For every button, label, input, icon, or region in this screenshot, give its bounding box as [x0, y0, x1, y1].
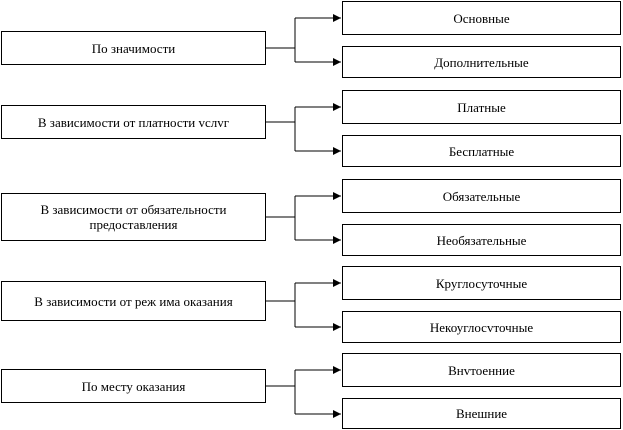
criterion-label: В зависимости от платности vслvг — [37, 114, 230, 130]
type-not-round-the-clock-box: Некоуглосvточные — [342, 311, 621, 343]
type-label: Обязательные — [442, 188, 521, 204]
type-additional-box: Дополнительные — [342, 46, 621, 78]
type-label: Внешние — [455, 406, 508, 421]
criterion-label: В зависимости от реж има оказания — [34, 293, 233, 309]
type-label: Дополнительные — [434, 54, 529, 70]
criterion-significance-box: По значимости — [1, 31, 266, 65]
type-external-box: Внешние — [342, 398, 621, 429]
criterion-mode-box: В зависимости от реж има оказания — [1, 281, 266, 321]
type-optional-box: Необязательные — [342, 224, 621, 256]
type-paid-box: Платные — [342, 90, 621, 124]
type-label: Платные — [457, 99, 506, 115]
criterion-label: В зависимости от обязательности предоста… — [40, 202, 227, 232]
type-free-box: Бесплатные — [342, 135, 621, 167]
criterion-payment-box: В зависимости от платности vслvг — [1, 105, 266, 139]
criterion-obligation-box: В зависимости от обязательности предоста… — [1, 193, 266, 241]
criterion-location-box: По месту оказания — [1, 369, 266, 403]
type-round-the-clock-box: Круглосуточные — [342, 266, 621, 300]
type-mandatory-box: Обязательные — [342, 179, 621, 213]
type-internal-box: Внvтоенние — [342, 353, 621, 387]
criterion-label: По месту оказания — [81, 378, 186, 394]
type-main-box: Основные — [342, 1, 621, 35]
criterion-label: По значимости — [91, 40, 176, 56]
type-label: Круглосуточные — [435, 275, 528, 291]
type-label: Бесплатные — [448, 143, 515, 159]
type-label: Внvтоенние — [448, 362, 515, 378]
type-label: Некоуглосvточные — [429, 319, 534, 335]
type-label: Необязательные — [436, 232, 527, 248]
type-label: Основные — [453, 10, 510, 26]
